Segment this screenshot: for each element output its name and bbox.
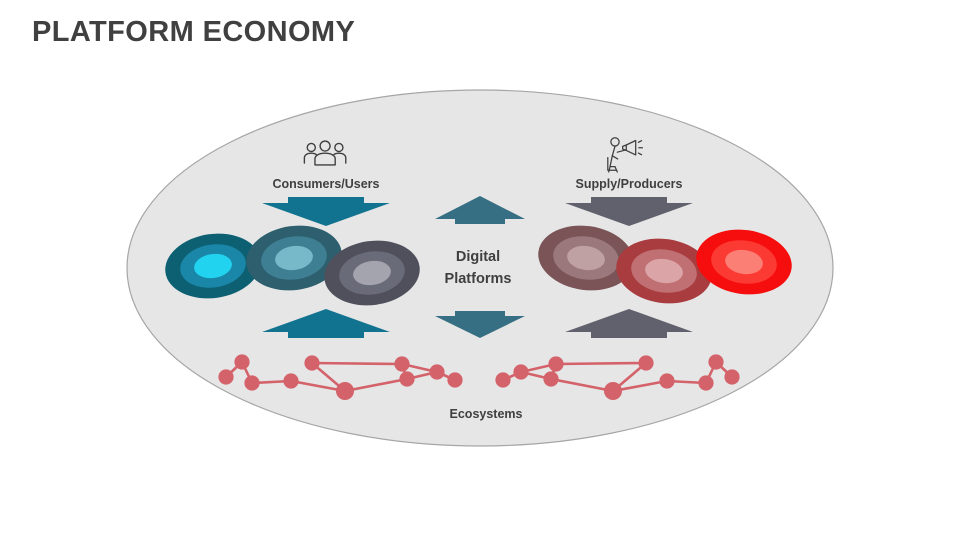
ecosystems-label: Ecosystems	[450, 407, 523, 421]
ecosystem-network-right	[495, 354, 740, 400]
ecosystem-left-node	[399, 371, 415, 387]
left-ring-2	[246, 225, 342, 291]
ecosystem-left-node	[304, 355, 320, 371]
person-megaphone-icon	[607, 137, 644, 173]
ecosystem-right-node	[543, 371, 559, 387]
right-down-arrow	[565, 197, 693, 226]
ecosystem-network-left	[218, 354, 463, 400]
ecosystem-left-node	[244, 375, 260, 391]
digital-platforms-label-line1: Digital	[456, 249, 500, 265]
ecosystem-left-edge	[311, 361, 403, 366]
people-group-icon	[303, 140, 347, 166]
consumers-users-label: Consumers/Users	[273, 177, 380, 191]
ecosystem-right-node	[708, 354, 724, 370]
ecosystem-left-node	[429, 364, 445, 380]
ecosystem-right-node	[638, 355, 654, 371]
right-ring-1	[538, 225, 634, 291]
ecosystem-right-node	[513, 364, 529, 380]
ecosystem-left-node	[283, 373, 299, 389]
right-platform-rings	[538, 225, 792, 304]
ecosystem-left-edge	[344, 377, 408, 393]
left-down-arrow	[262, 197, 390, 226]
ecosystem-right-node	[604, 382, 622, 400]
supply-producers-label: Supply/Producers	[576, 177, 683, 191]
right-up-arrow	[565, 309, 693, 338]
ecosystem-right-node	[659, 373, 675, 389]
ecosystem-left-node	[336, 382, 354, 400]
ecosystem-right-edge	[555, 361, 647, 366]
ecosystem-left-node	[234, 354, 250, 370]
page-title: PLATFORM ECONOMY	[32, 16, 356, 48]
ecosystem-right-node	[698, 375, 714, 391]
digital-platforms-label-line2: Platforms	[445, 271, 512, 287]
ecosystem-left-edge	[290, 379, 346, 393]
center-up-arrow	[435, 196, 525, 224]
ecosystem-right-edge	[550, 377, 614, 393]
ecosystem-right-edge	[612, 379, 668, 393]
left-platform-rings	[165, 225, 420, 306]
diagram-container-ellipse	[126, 89, 834, 447]
ecosystem-left-node	[218, 369, 234, 385]
ecosystem-left-node	[394, 356, 410, 372]
left-up-arrow	[262, 309, 390, 338]
right-ring-2	[616, 238, 712, 304]
ecosystem-right-node	[548, 356, 564, 372]
left-ring-1	[165, 233, 261, 299]
ecosystem-left-node	[447, 372, 463, 388]
ecosystem-right-node	[724, 369, 740, 385]
center-down-arrow	[435, 311, 525, 338]
left-ring-3	[324, 240, 420, 306]
ecosystem-right-node	[495, 372, 511, 388]
right-ring-3	[696, 229, 792, 295]
